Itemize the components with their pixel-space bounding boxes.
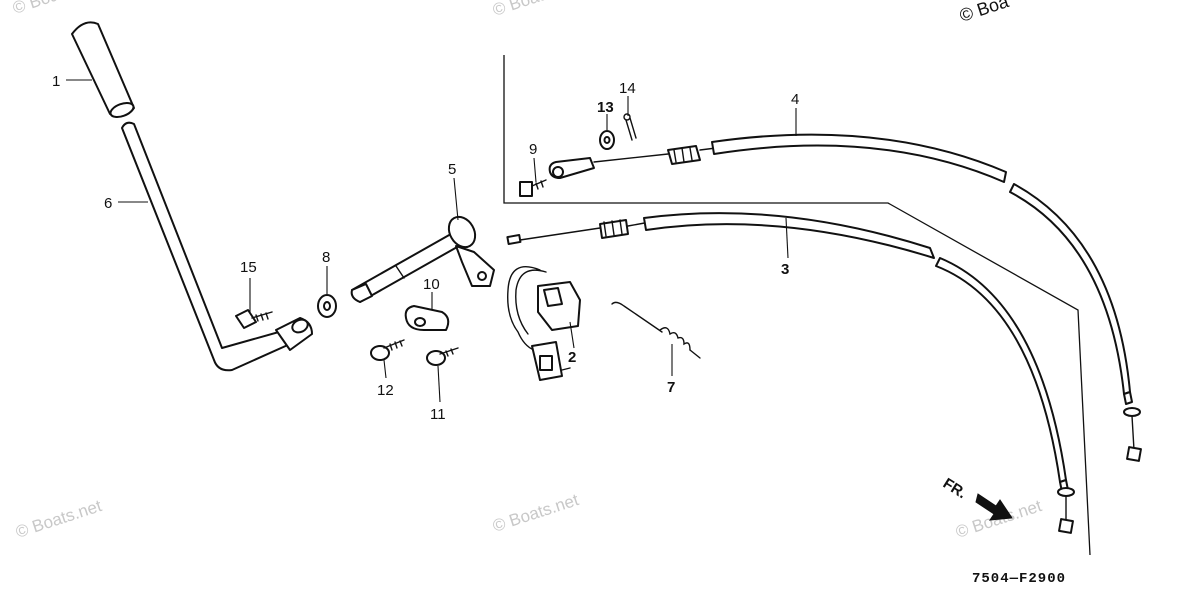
leader-5: [453, 177, 459, 221]
callout-14[interactable]: 14: [619, 80, 636, 97]
bolt-12[interactable]: [370, 339, 405, 361]
leader-9: [533, 157, 537, 183]
shift-lever-rod[interactable]: [121, 121, 313, 372]
watermark-top-center: © Boats.net: [490, 0, 581, 20]
leader-12: [383, 359, 387, 379]
neutral-switch-2[interactable]: [507, 266, 581, 381]
shift-cable-4[interactable]: [548, 133, 1142, 462]
cable-clamp-10[interactable]: [404, 305, 450, 331]
watermark-top-left: © Boats.net: [10, 0, 101, 18]
callout-13[interactable]: 13: [597, 99, 614, 116]
leader-3: [785, 217, 789, 259]
leader-11: [437, 365, 441, 403]
throttle-cable-3[interactable]: [506, 212, 1075, 534]
callout-8[interactable]: 8: [322, 249, 330, 266]
nut-13[interactable]: [599, 130, 615, 150]
leader-2: [569, 321, 575, 349]
front-arrow-icon: [975, 493, 1013, 521]
watermark-bottom-left: © Boats.net: [13, 496, 104, 542]
diagram-code: 7504—F2900: [972, 571, 1066, 587]
callout-9[interactable]: 9: [529, 141, 537, 158]
cotter-pin-14[interactable]: [623, 113, 637, 141]
callout-12[interactable]: 12: [377, 382, 394, 399]
callout-5[interactable]: 5: [448, 161, 456, 178]
front-label: FR.: [940, 475, 970, 502]
watermark-top-right: © Boa: [957, 0, 1012, 26]
callout-6[interactable]: 6: [104, 195, 112, 212]
return-spring-7[interactable]: [611, 301, 701, 359]
bolt-11[interactable]: [426, 347, 459, 366]
callout-4[interactable]: 4: [791, 91, 799, 108]
section-frame-line: [503, 55, 1091, 556]
front-direction-indicator: FR.: [940, 475, 1013, 521]
callout-15[interactable]: 15: [240, 259, 257, 276]
callout-2[interactable]: 2: [568, 349, 576, 366]
watermark-bottom-center: © Boats.net: [490, 490, 581, 536]
callout-1[interactable]: 1: [52, 73, 60, 90]
flange-bolt-15[interactable]: [235, 309, 273, 329]
shift-arm-shaft[interactable]: [350, 212, 495, 303]
callout-3[interactable]: 3: [781, 261, 789, 278]
lever-grip[interactable]: [71, 21, 135, 119]
callout-7[interactable]: 7: [667, 379, 675, 396]
callout-10[interactable]: 10: [423, 276, 440, 293]
bolt-9[interactable]: [519, 179, 547, 197]
callout-11[interactable]: 11: [430, 406, 446, 423]
washer-8[interactable]: [317, 294, 337, 318]
